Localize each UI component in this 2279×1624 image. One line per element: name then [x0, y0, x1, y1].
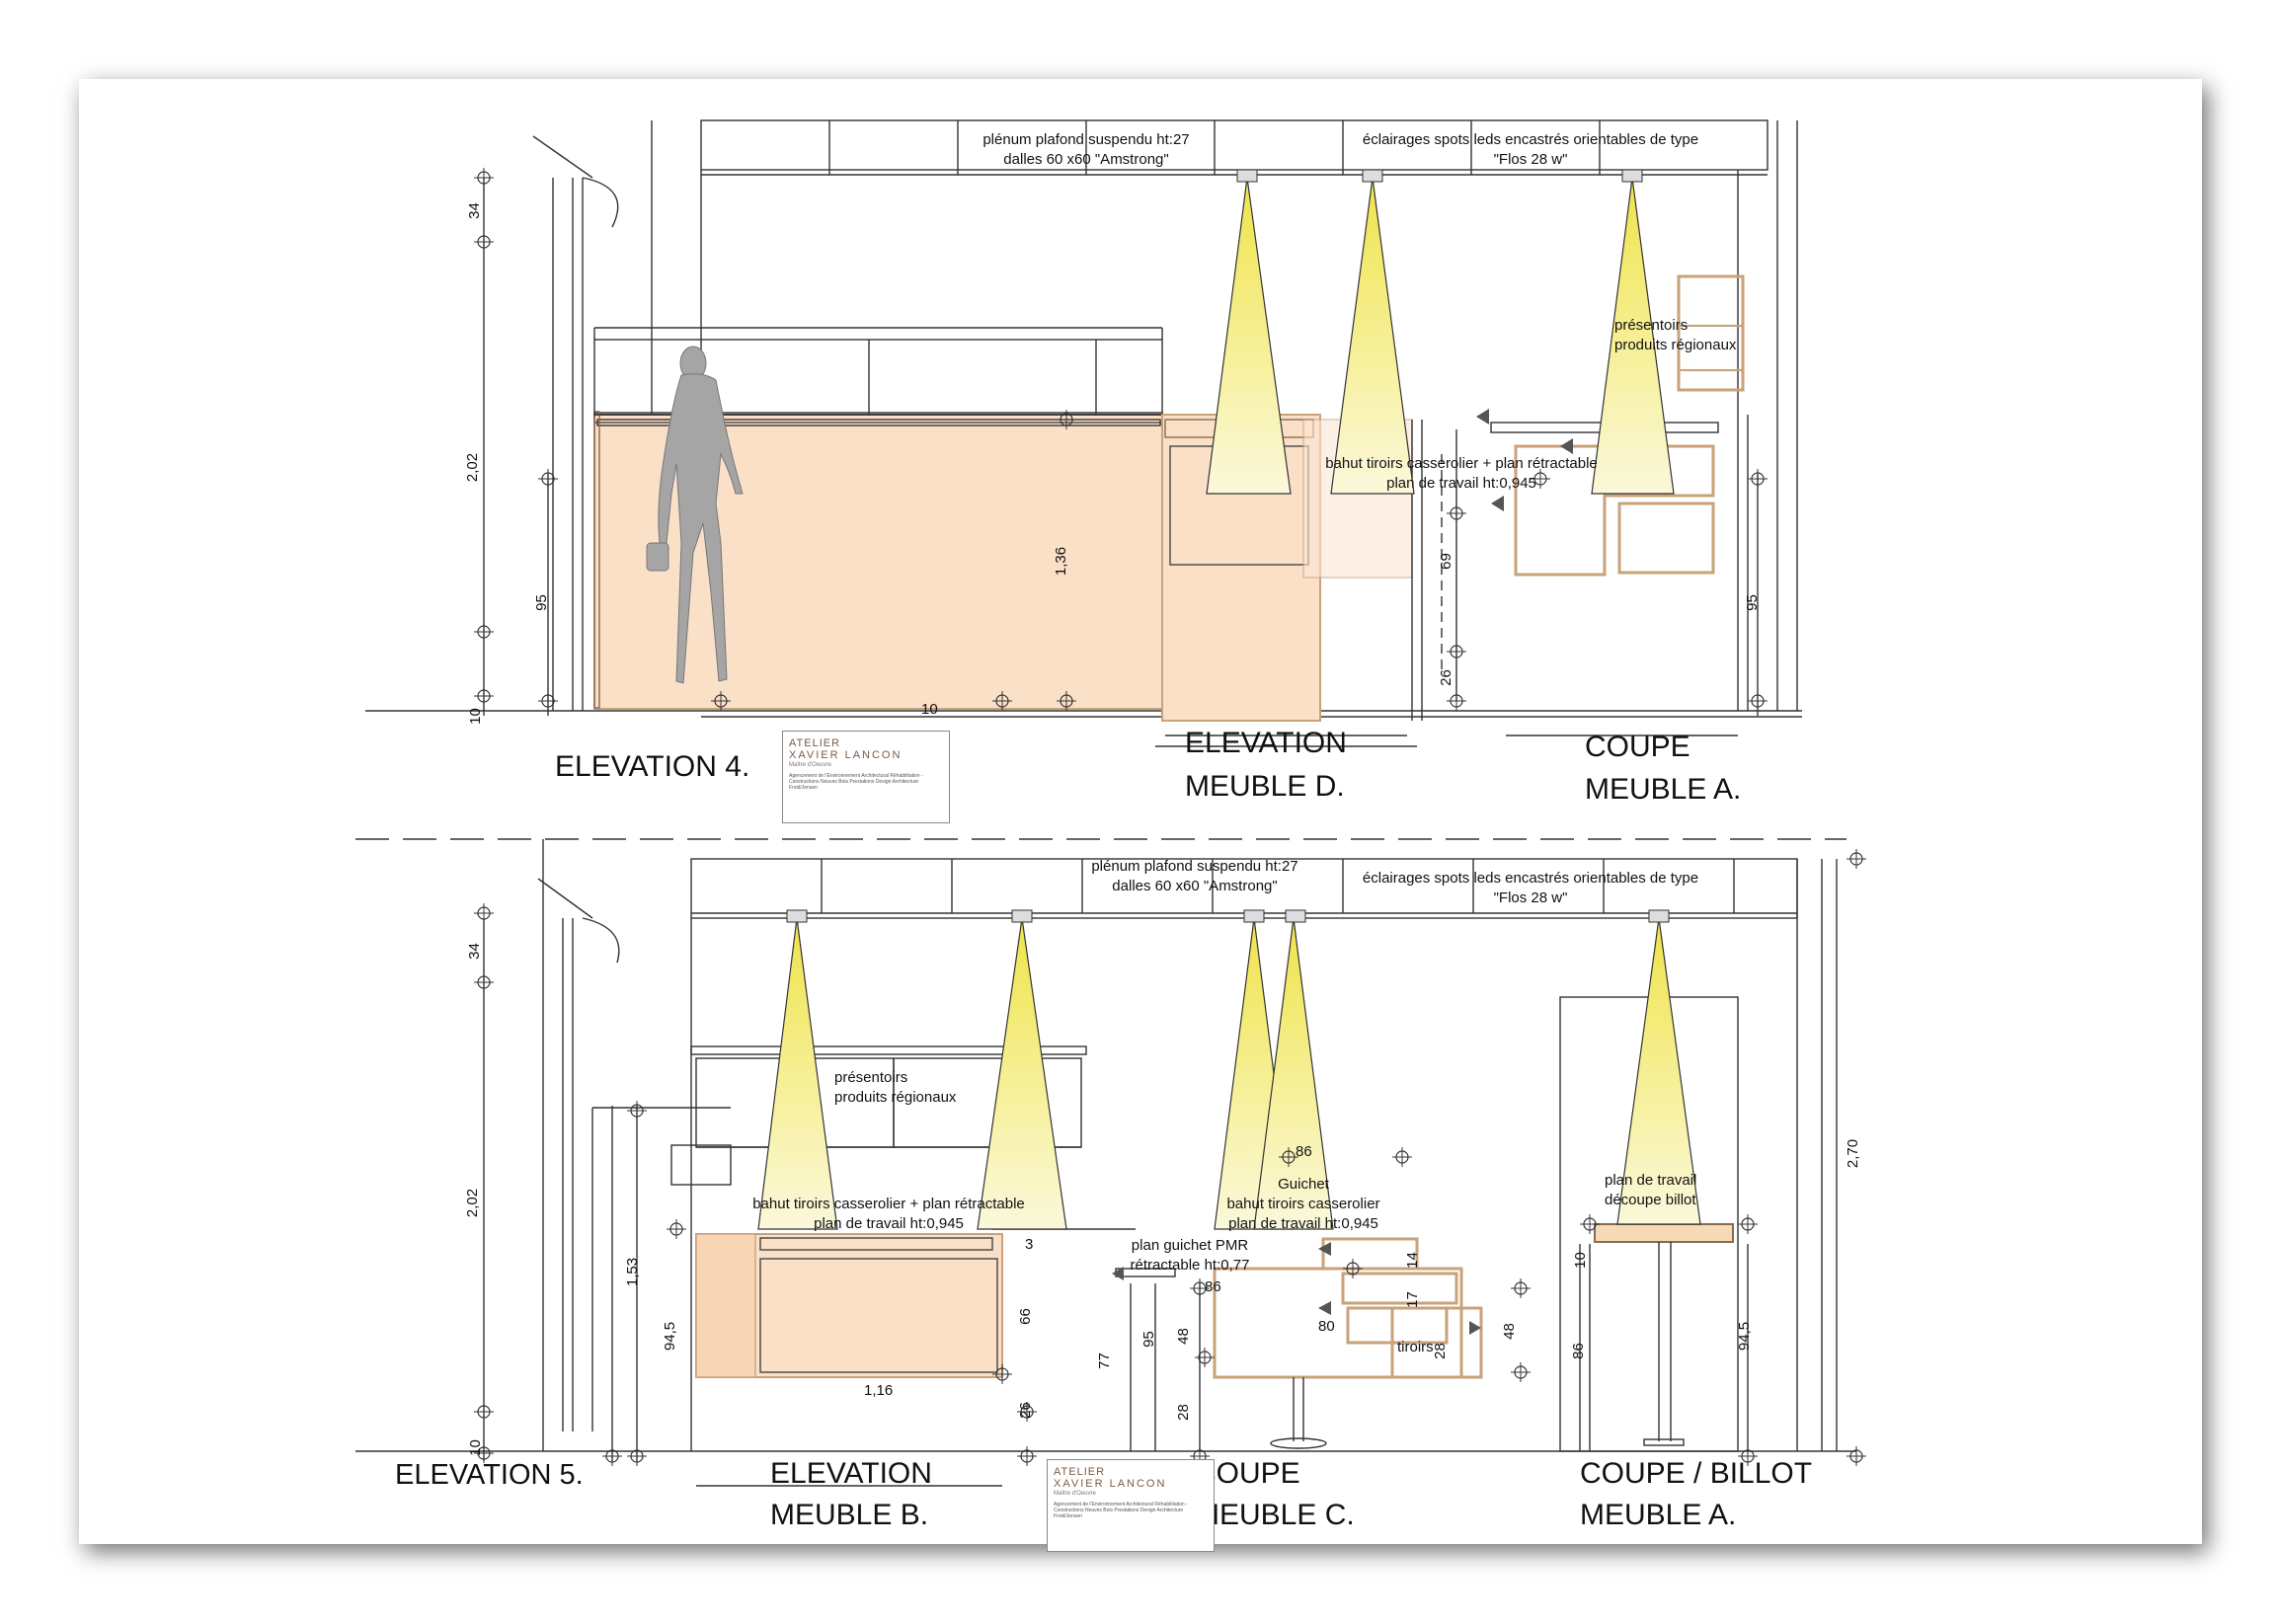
dim-b-77: 77: [1095, 1353, 1113, 1369]
coupe-meuble-a-line2: MEUBLE A.: [1585, 773, 1742, 806]
coupe-meuble-a-line1: COUPE: [1585, 731, 1690, 763]
architectural-elevation-drawing: [355, 119, 1867, 1487]
presentoirs-note-line1: présentoirs: [1614, 317, 1689, 334]
dim-b-2-02: 2,02: [464, 1188, 482, 1218]
dim-b-26: 26: [1016, 1402, 1034, 1419]
elevation-meuble-b-line2: MEUBLE B.: [770, 1499, 929, 1531]
plenum-note-bottom: plénum plafond suspendu ht:27 dalles 60 …: [1047, 857, 1343, 896]
dim-26: 26: [1437, 669, 1454, 686]
dim-b-48: 48: [1174, 1328, 1192, 1345]
architect-stamp-bottom: ATELIER XAVIER LANCON Maître d'Oeuvre Ag…: [1047, 1459, 1215, 1552]
bahut-note-line2: plan de travail ht:0,945: [1386, 475, 1536, 492]
stamp-bottom-line3: Maître d'Oeuvre: [1054, 1491, 1096, 1497]
elevation-meuble-d-line1: ELEVATION: [1185, 727, 1347, 759]
presentoirs-note-bottom: présentoirs produits régionaux: [834, 1068, 982, 1108]
plenum-note-line1: plénum plafond suspendu ht:27: [982, 131, 1190, 148]
stamp-bottom-line2: XAVIER LANCON: [1054, 1478, 1167, 1490]
dim-b-86-guichet: 86: [1296, 1143, 1312, 1160]
elevation-4-title: ELEVATION 4.: [555, 750, 750, 783]
dim-b-66: 66: [1016, 1308, 1034, 1325]
stamp-top-line1: ATELIER: [789, 737, 841, 749]
dim-95-right: 95: [1743, 594, 1761, 611]
plenum-note-line2: dalles 60 x60 "Amstrong": [1003, 151, 1169, 168]
billot-line1: plan de travail: [1605, 1172, 1697, 1189]
dim-b-17: 17: [1403, 1291, 1421, 1308]
elevation-5-title: ELEVATION 5.: [395, 1459, 584, 1491]
dim-b-10: 10: [466, 1439, 484, 1456]
dim-2-02: 2,02: [464, 452, 482, 483]
stamp-bottom-line4: Agencement de l'Environnement Architectu…: [1054, 1502, 1188, 1519]
dim-b-86-top: 86: [1205, 1278, 1221, 1295]
stamp-top-line3: Maître d'Oeuvre: [789, 762, 831, 768]
dim-10-mid: 10: [921, 701, 938, 718]
dim-b-1-16: 1,16: [864, 1382, 894, 1399]
guichet-line1: Guichet: [1278, 1176, 1329, 1193]
dim-b-34: 34: [465, 943, 483, 960]
dim-b-14: 14: [1403, 1252, 1421, 1269]
pmr-line1: plan guichet PMR: [1131, 1237, 1249, 1254]
dim-10-left: 10: [466, 708, 484, 725]
elevation-meuble-d-line2: MEUBLE D.: [1185, 770, 1345, 803]
dim-b-3: 3: [1025, 1236, 1034, 1253]
stamp-top-line4: Agencement de l'Environnement Architectu…: [789, 773, 923, 791]
dim-69: 69: [1437, 553, 1454, 570]
pmr-note: plan guichet PMR rétractable ht:0,77: [1116, 1236, 1264, 1276]
plenum-bottom-line1: plénum plafond suspendu ht:27: [1091, 858, 1298, 875]
dim-95-left: 95: [532, 594, 550, 611]
dim-b-86-billot: 86: [1569, 1343, 1587, 1359]
coupe-billot-line2: MEUBLE A.: [1580, 1499, 1737, 1531]
dim-b-28-right: 28: [1431, 1343, 1449, 1359]
stamp-bottom-line1: ATELIER: [1054, 1466, 1106, 1478]
presentoirs-note-line2: produits régionaux: [1614, 337, 1737, 353]
plenum-bottom-line2: dalles 60 x60 "Amstrong": [1112, 878, 1278, 894]
dim-b-94-5: 94,5: [662, 1321, 679, 1352]
coupe-meuble-c-line2: MEUBLE C.: [1195, 1499, 1355, 1531]
spots-bottom-line1: éclairages spots leds encastrés orientab…: [1362, 870, 1699, 887]
drawing-sheet: ELEVATION 4. ELEVATION MEUBLE D. COUPE M…: [79, 79, 2202, 1552]
guichet-note: Guichet bahut tiroirs casserolier plan d…: [1190, 1175, 1417, 1234]
bahut-b-line1: bahut tiroirs casserolier + plan rétract…: [752, 1196, 1025, 1212]
plenum-note: plénum plafond suspendu ht:27 dalles 60 …: [958, 130, 1215, 170]
spots-note-line2: "Flos 28 w": [1493, 151, 1568, 168]
bahut-note: bahut tiroirs casserolier + plan rétract…: [1303, 454, 1619, 494]
spots-note-bottom: éclairages spots leds encastrés orientab…: [1353, 869, 1708, 908]
presentoirs-note: présentoirs produits régionaux: [1614, 316, 1763, 355]
spots-note-line1: éclairages spots leds encastrés orientab…: [1362, 131, 1699, 148]
dim-34: 34: [465, 202, 483, 219]
spots-note: éclairages spots leds encastrés orientab…: [1353, 130, 1708, 170]
stamp-top-line2: XAVIER LANCON: [789, 749, 903, 761]
billot-line2: découpe billot: [1605, 1192, 1696, 1208]
dim-b-28: 28: [1174, 1404, 1192, 1421]
bahut-note-line1: bahut tiroirs casserolier + plan rétract…: [1325, 455, 1598, 472]
dim-b-94-5-right: 94,5: [1736, 1321, 1754, 1352]
presentoirs-bottom-line1: présentoirs: [834, 1069, 908, 1086]
dim-b-10-billot: 10: [1571, 1252, 1589, 1269]
pmr-line2: rétractable ht:0,77: [1130, 1257, 1250, 1274]
dim-b-2-70: 2,70: [1845, 1138, 1862, 1169]
dim-b-80: 80: [1318, 1318, 1335, 1335]
tiroirs-note: tiroirs: [1397, 1339, 1434, 1355]
dim-b-95: 95: [1140, 1331, 1157, 1348]
elevation-meuble-b-line1: ELEVATION: [770, 1457, 932, 1490]
billot-note: plan de travail découpe billot: [1605, 1171, 1733, 1210]
presentoirs-bottom-line2: produits régionaux: [834, 1089, 957, 1106]
dim-b-1-53: 1,53: [624, 1257, 642, 1287]
dim-b-48-right: 48: [1500, 1323, 1518, 1340]
architect-stamp-top: ATELIER XAVIER LANCON Maître d'Oeuvre Ag…: [782, 731, 950, 823]
guichet-line2: bahut tiroirs casserolier: [1226, 1196, 1380, 1212]
dim-1-36: 1,36: [1053, 546, 1070, 577]
spots-bottom-line2: "Flos 28 w": [1493, 889, 1568, 906]
bahut-b-note: bahut tiroirs casserolier + plan rétract…: [731, 1195, 1047, 1234]
bahut-b-line2: plan de travail ht:0,945: [814, 1215, 964, 1232]
guichet-line3: plan de travail ht:0,945: [1228, 1215, 1378, 1232]
coupe-billot-line1: COUPE / BILLOT: [1580, 1457, 1813, 1490]
